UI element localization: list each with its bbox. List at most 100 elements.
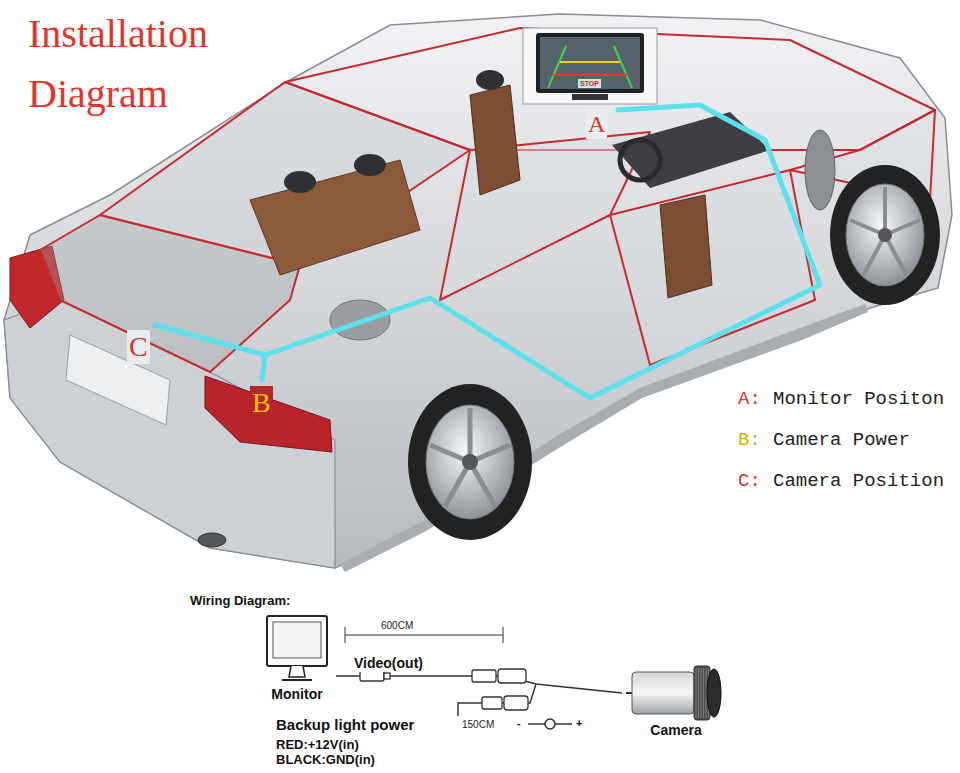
monitor-icon xyxy=(282,679,312,681)
rca-plug xyxy=(384,673,390,679)
camera-icon xyxy=(706,668,707,718)
camera-icon xyxy=(632,672,694,714)
node-label: Camera xyxy=(622,722,730,739)
label-anchor: Camera Position xyxy=(773,470,944,493)
camera-icon xyxy=(701,668,702,718)
label-anchor: 150CM xyxy=(462,719,494,731)
wire-label: BLACK:GND(in) xyxy=(276,752,375,767)
monitor-icon xyxy=(273,622,321,658)
rca-plug xyxy=(472,670,496,682)
wheel xyxy=(830,165,940,305)
wire-label: Backup light power xyxy=(276,716,414,734)
car-interior xyxy=(805,130,835,210)
wheel xyxy=(426,405,514,519)
label-anchor: B: xyxy=(738,429,761,452)
camera-node: Camera xyxy=(622,664,730,739)
tail-light xyxy=(205,376,332,452)
label-anchor: STOP xyxy=(578,79,601,88)
power-wire xyxy=(458,684,536,716)
callout-letter: A xyxy=(586,110,607,139)
exhaust-pipe xyxy=(198,533,226,547)
label-anchor: Wiring Diagram: xyxy=(190,593,290,609)
wheel xyxy=(468,408,473,462)
dimension-line xyxy=(345,627,503,643)
rca-plug xyxy=(504,696,528,710)
monitor-icon xyxy=(262,614,332,686)
label-anchor: C xyxy=(127,330,150,364)
rca-plug xyxy=(482,697,502,709)
legend-text: Camera Power xyxy=(773,429,910,452)
polarity-sign: + xyxy=(576,717,582,730)
wheel xyxy=(883,187,887,235)
section-heading: Wiring Diagram: xyxy=(190,593,290,609)
monitor-picture xyxy=(553,74,627,76)
car-body xyxy=(66,335,170,425)
label-anchor: - xyxy=(517,717,521,730)
rca-plug xyxy=(360,669,528,710)
wire-label: RED:+12V(in) xyxy=(276,737,359,752)
label-anchor: Monitor Positon xyxy=(773,388,944,411)
camera-cable xyxy=(155,105,820,398)
body-panel-outline xyxy=(285,28,935,150)
car-interior xyxy=(620,140,660,180)
monitor-node: Monitor xyxy=(258,614,336,703)
monitor-icon xyxy=(289,666,305,677)
dimension-line xyxy=(345,627,346,643)
label-anchor: Backup light power xyxy=(276,716,414,734)
dimension-line xyxy=(503,627,504,643)
node-label: Monitor xyxy=(258,686,336,703)
legend-letter: C: xyxy=(738,470,761,493)
monitor-picture xyxy=(540,37,640,89)
label-anchor: Camera Power xyxy=(773,429,910,452)
car-interior xyxy=(284,171,316,193)
rca-plug xyxy=(360,671,384,681)
legend-letter: A: xyxy=(738,388,761,411)
camera-icon xyxy=(696,668,697,718)
callout-letter: B xyxy=(250,386,273,420)
legend-letter: B: xyxy=(738,429,761,452)
legend-text: Monitor Positon xyxy=(773,388,944,411)
monitor-picture xyxy=(523,28,657,104)
polarity-sign: - xyxy=(517,717,521,730)
label-anchor: C: xyxy=(738,470,761,493)
power-wire xyxy=(545,719,555,729)
camera-icon xyxy=(707,669,721,717)
wheel xyxy=(408,384,532,540)
label-anchor: RED:+12V(in) xyxy=(276,737,359,752)
camera-icon xyxy=(626,692,632,694)
car-interior xyxy=(354,154,386,176)
screen-text: STOP xyxy=(578,79,601,88)
camera-cable xyxy=(262,355,265,380)
wheel xyxy=(462,454,478,470)
car-interior xyxy=(470,85,520,195)
car-interior xyxy=(250,160,420,275)
label-anchor: B xyxy=(250,386,273,420)
wheel xyxy=(430,408,510,508)
camera-icon xyxy=(698,668,699,718)
body-panel-outline xyxy=(40,28,935,372)
label-anchor: A: xyxy=(738,388,761,411)
camera-icon xyxy=(703,668,704,718)
wheel xyxy=(850,187,920,276)
label-anchor: BLACK:GND(in) xyxy=(276,752,375,767)
callout-letter: C xyxy=(127,330,150,364)
monitor-picture xyxy=(560,61,620,63)
wheel xyxy=(846,184,924,286)
camera-icon xyxy=(626,664,726,722)
monitor-picture xyxy=(523,28,657,104)
car-interior xyxy=(476,70,504,90)
legend-text: Camera Position xyxy=(773,470,944,493)
label-anchor: Video(out) xyxy=(352,655,425,672)
camera-cable xyxy=(155,105,820,398)
monitor-picture xyxy=(614,46,632,88)
title-anchor: Installation Diagram xyxy=(28,4,263,124)
dimension-line xyxy=(345,635,503,636)
monitor-picture xyxy=(536,33,644,93)
car-interior xyxy=(250,70,835,340)
monitor-icon xyxy=(267,616,327,666)
label-anchor: 600CM xyxy=(381,620,413,632)
diagram-title: Installation Diagram xyxy=(28,4,263,124)
dimension-label: 600CM xyxy=(381,620,413,632)
